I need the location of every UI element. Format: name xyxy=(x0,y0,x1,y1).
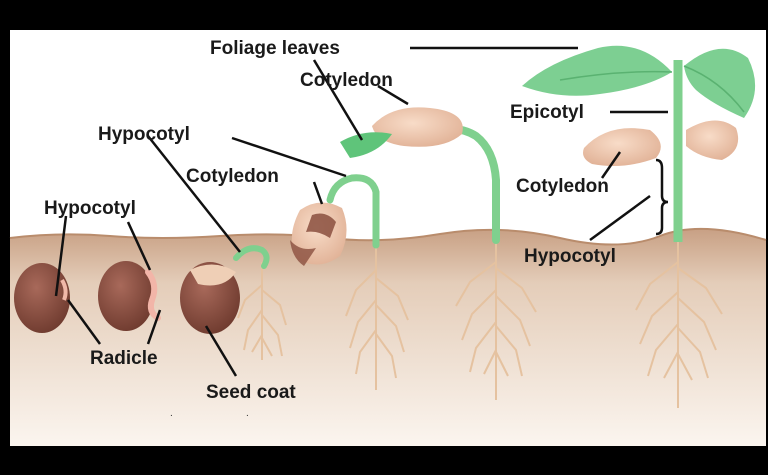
label-hypocotyl-left: Hypocotyl xyxy=(44,198,136,219)
seed-stage-1 xyxy=(14,263,70,333)
seed-1 xyxy=(14,263,70,333)
label-foliage-leaves: Foliage leaves xyxy=(210,38,340,59)
label-seed-coat: Seed coat xyxy=(206,382,296,403)
label-hypocotyl-mid: Hypocotyl xyxy=(98,124,190,145)
label-radicle: Radicle xyxy=(90,348,158,369)
label-cotyledon-top: Cotyledon xyxy=(300,70,393,91)
label-cotyledon-mid: Cotyledon xyxy=(186,166,279,187)
label-epicotyl: Epicotyl xyxy=(510,102,584,123)
label-hypocotyl-right: Hypocotyl xyxy=(524,246,616,267)
speck-mark: . xyxy=(170,408,173,419)
label-cotyledon-right: Cotyledon xyxy=(516,176,609,197)
speck-mark-2: . xyxy=(246,408,249,419)
